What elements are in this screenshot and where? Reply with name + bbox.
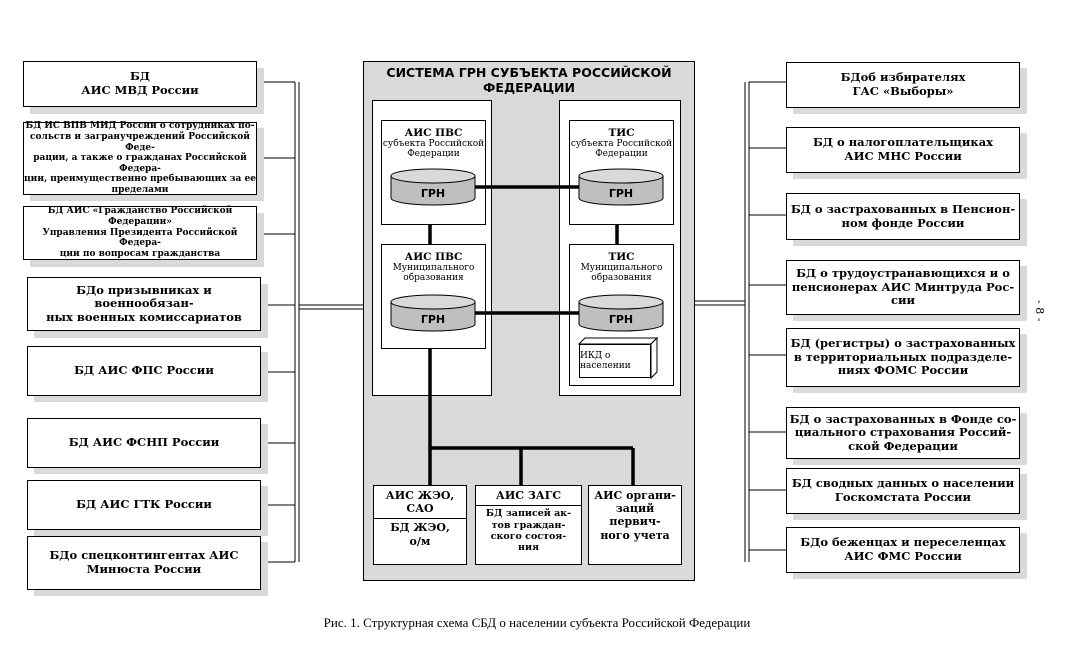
right-db-box-pfr: БД о застрахованных в Пенсион- ном фонде… [786, 193, 1020, 240]
left-db-box-citizenship: БД АИС «Гражданство Российской Федерации… [23, 206, 257, 260]
system-title: СИСТЕМА ГРН СУБЪЕКТА РОССИЙСКОЙ ФЕДЕРАЦИ… [386, 65, 672, 95]
ikd-box: ИКД о населении [579, 344, 651, 378]
right-db-box-vybory: БДоб избирателях ГАС «Выборы» [786, 62, 1020, 108]
db-cylinder-ais-pvs-municipal [390, 294, 476, 332]
right-db-box-fss: БД о застрахованных в Фонде со- циальног… [786, 407, 1020, 459]
page-number: - 8 - [1033, 300, 1046, 322]
left-db-box-minjust: БДо спецконтингентах АИС Минюста России [27, 536, 261, 590]
left-db-box-fsnp: БД АИС ФСНП России [27, 418, 261, 468]
ais-zheo-sao-box: АИС ЖЭО, САО БД ЖЭО, о/м [373, 485, 467, 565]
left-db-box-mvd: БД АИС МВД России [23, 61, 257, 107]
db-cylinder-tis-municipal [578, 294, 664, 332]
db-label-ais-pvs-municipal: ГРН [420, 313, 446, 326]
left-db-box-gtk: БД АИС ГТК России [27, 480, 261, 530]
db-label-tis-municipal: ГРН [608, 313, 634, 326]
figure-caption: Рис. 1. Структурная схема СБД о населени… [323, 615, 751, 630]
db-cylinder-ais-pvs-subject [390, 168, 476, 206]
right-db-box-goskomstat: БД сводных данных о населении Госкомстат… [786, 468, 1020, 514]
db-label-ais-pvs-subject: ГРН [420, 187, 446, 200]
right-db-box-mintrud: БД о трудоустранавющихся и о пенсионерах… [786, 260, 1020, 315]
db-cylinder-tis-subject [578, 168, 664, 206]
right-db-box-foms: БД (регистры) о застрахованных в террито… [786, 328, 1020, 387]
left-db-box-military: БДо призывниках и военнообязан- ных воен… [27, 277, 261, 331]
db-label-tis-subject: ГРН [608, 187, 634, 200]
ais-primary-registration-box: АИС органи- заций первич- ного учета [588, 485, 682, 565]
right-db-box-mns: БД о налогоплательщиках АИС МНС России [786, 127, 1020, 173]
left-db-box-mid: БД ИС ВПВ МИД России о сотрудниках по- с… [23, 121, 257, 196]
right-db-box-fms: БДо беженцах и переселенцах АИС ФМС Росс… [786, 527, 1020, 573]
ais-zags-box: АИС ЗАГС БД записей ак- тов граждан- ско… [475, 485, 582, 565]
left-db-box-fps: БД АИС ФПС России [27, 346, 261, 396]
